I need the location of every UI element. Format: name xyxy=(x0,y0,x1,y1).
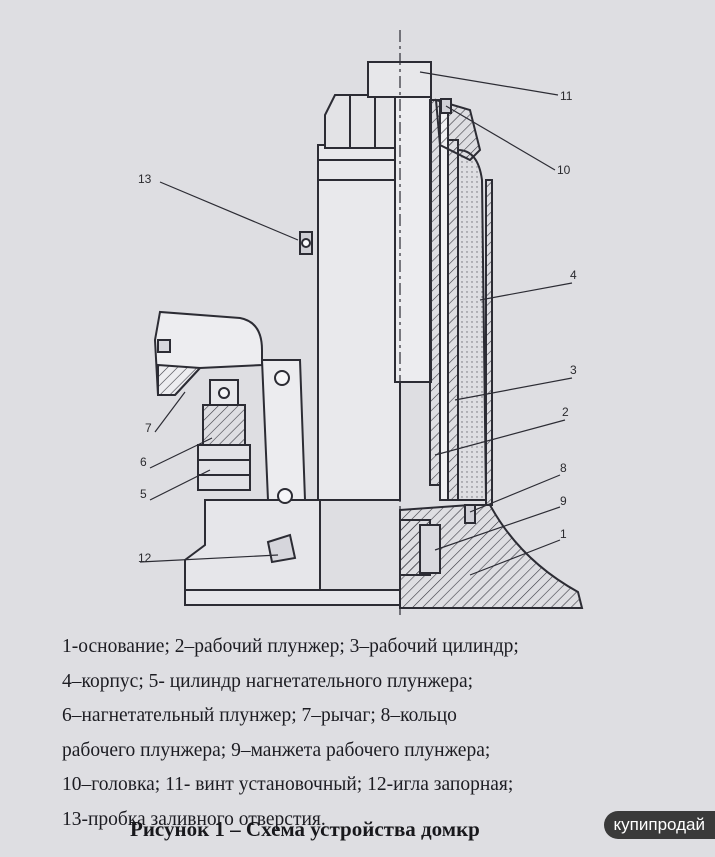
working-cylinder xyxy=(447,139,459,501)
figure-caption: Рисунок 1 – Схема устройства домкр xyxy=(130,817,480,841)
parts-legend: 1-основание; 2–рабочий плунжер; 3–рабочи… xyxy=(62,630,702,837)
callout-5: 5 xyxy=(140,487,147,501)
legend-line: 1-основание; 2–рабочий плунжер; 3–рабочи… xyxy=(62,636,519,657)
callout-leaders xyxy=(139,71,573,576)
legend-line: 13-пробка заливного отверстия. xyxy=(62,808,326,830)
callout-7: 7 xyxy=(145,421,152,435)
callout-13: 13 xyxy=(138,172,152,186)
callout-4: 4 xyxy=(570,268,577,282)
callout-1: 1 xyxy=(560,527,567,541)
legend-line: рабочего плунжера; 9–манжета рабочего пл… xyxy=(62,739,491,761)
adjusting-screw xyxy=(367,61,432,383)
callout-8: 8 xyxy=(560,461,567,475)
callout-10: 10 xyxy=(557,163,571,177)
working-plunger xyxy=(429,99,449,501)
callout-12: 12 xyxy=(138,551,152,565)
callout-11: 11 xyxy=(560,89,573,103)
head-nut xyxy=(324,94,401,149)
housing-outer xyxy=(317,144,401,501)
lever xyxy=(153,310,263,396)
legend-line: 4–корпус; 5- цилиндр нагнетательного плу… xyxy=(62,670,474,692)
watermark-logo: купипродай xyxy=(603,811,715,839)
plunger-ring-and-seal xyxy=(399,504,476,576)
callout-6: 6 xyxy=(140,455,147,469)
legend-line: 10–головка; 11- винт установочный; 12-иг… xyxy=(62,774,514,795)
callout-3: 3 xyxy=(570,363,577,377)
oil-reservoir xyxy=(457,148,493,506)
callout-2: 2 xyxy=(562,405,569,419)
pump-plunger-and-cylinder xyxy=(197,379,251,491)
legend-line: 6–нагнетательный плунжер; 7–рычаг; 8–кол… xyxy=(62,705,457,726)
pump-link xyxy=(260,359,307,504)
callout-9: 9 xyxy=(560,494,567,508)
filler-plug xyxy=(299,231,313,255)
